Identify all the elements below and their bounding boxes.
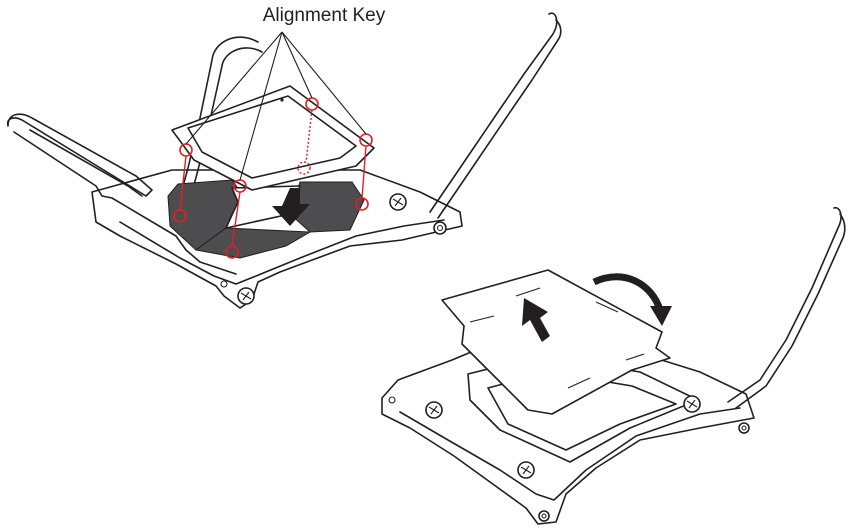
socket-contact-pad-bottom — [194, 227, 312, 259]
alignment-key-label: Alignment Key — [262, 5, 386, 26]
left-socket-assembly — [6, 12, 562, 309]
arrow-up-icon — [522, 298, 550, 342]
cpu-heat-spreader — [187, 95, 357, 179]
load-plate-lower — [13, 131, 237, 275]
right-socket-assembly — [381, 206, 846, 525]
screw-icon — [220, 193, 447, 305]
curved-arrow-icon — [592, 273, 664, 312]
left-load-lever — [181, 36, 263, 193]
arrow-down-icon — [272, 188, 310, 226]
cpu-pin1-dot — [280, 98, 284, 102]
socket-center — [225, 185, 301, 229]
protective-cover — [441, 269, 671, 415]
socket-base — [91, 169, 463, 309]
right-lever — [727, 206, 846, 409]
socket-base-inner — [119, 219, 445, 285]
right-socket-base-inner — [399, 407, 741, 501]
alignment-key-callout-lines — [185, 31, 367, 181]
protective-cover-detail — [469, 287, 645, 389]
marker-hidden — [297, 161, 311, 175]
left-right-lever — [429, 12, 562, 219]
load-plate-inner — [29, 129, 143, 197]
load-plate — [6, 113, 153, 197]
screw-icon — [388, 395, 750, 522]
